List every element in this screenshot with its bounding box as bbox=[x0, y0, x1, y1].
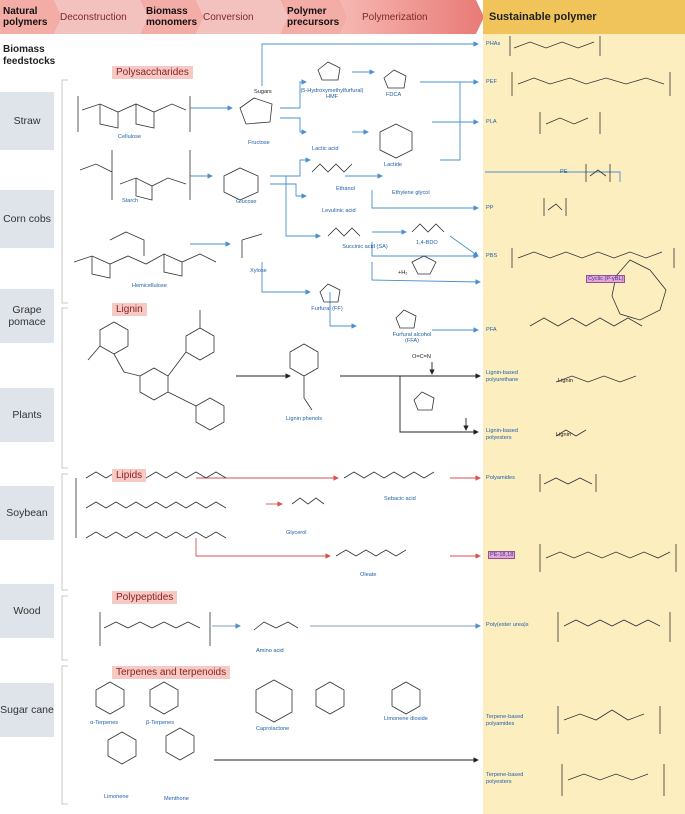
product-pfa: PFA bbox=[486, 327, 497, 333]
feedstock-grape-pomace: Grape pomace bbox=[0, 289, 54, 343]
lignin-arrows bbox=[236, 362, 481, 435]
section-lignin: Lignin bbox=[112, 303, 147, 316]
label-fructose: Fructose bbox=[248, 140, 270, 146]
header-deconstruction: Deconstruction bbox=[60, 11, 127, 23]
feedstock-sugar-cane: Sugar cane bbox=[0, 683, 54, 737]
section-terpenes: Terpenes and terpenoids bbox=[112, 666, 231, 679]
label-menthone: Menthone bbox=[164, 796, 189, 802]
feedstock-plants: Plants bbox=[0, 388, 54, 442]
feedstock-wood: Wood bbox=[0, 584, 54, 638]
section-brackets bbox=[61, 79, 68, 805]
label-starch: Starch bbox=[122, 198, 139, 204]
section-polysaccharides: Polysaccharides bbox=[112, 66, 193, 79]
product-polyamides: Polyamides bbox=[486, 475, 515, 481]
label-lactic-acid: Lactic acid bbox=[312, 146, 339, 152]
sustainable-polymer-column bbox=[483, 0, 685, 814]
label-oleate: Oleate bbox=[360, 572, 377, 578]
label-beta-terpenes: β-Terpenes bbox=[146, 720, 175, 726]
product-pe: PE bbox=[560, 169, 568, 175]
header-polymer-precursors: Polymer precursors bbox=[287, 6, 340, 28]
label-lignin-phenols: Lignin phenols bbox=[286, 416, 323, 422]
label-bdo: 1,4-BDO bbox=[416, 240, 438, 246]
product-pe-18-18-label: PE-18,18 bbox=[488, 551, 516, 559]
feedstock-straw: Straw bbox=[0, 92, 54, 150]
label-amino-acid: Amino acid bbox=[256, 648, 284, 654]
label-glycerol: Glycerol bbox=[286, 530, 307, 536]
feedstocks-title: Biomass feedstocks bbox=[3, 44, 56, 67]
label-cellulose: Cellulose bbox=[118, 134, 142, 140]
product-terpene-polyamides: Terpene-based polyamides bbox=[486, 714, 524, 727]
label-limonene: Limonene bbox=[104, 794, 129, 800]
product-polyester-ureas: Poly(ester urea)s bbox=[486, 622, 529, 628]
lignin-word-pe: Lignin bbox=[556, 432, 571, 438]
section-lipids: Lipids bbox=[112, 469, 147, 482]
lignin-word-pu: Lignin bbox=[558, 378, 573, 384]
header-arrows bbox=[0, 0, 484, 34]
label-ethanol: Ethanol bbox=[336, 186, 355, 192]
header-polymerization: Polymerization bbox=[362, 11, 428, 23]
header-biomass-monomers: Biomass monomers bbox=[146, 6, 198, 28]
label-lactide: Lactide bbox=[384, 162, 403, 168]
product-phas: PHAs bbox=[486, 41, 501, 47]
label-levulinic-acid: Levulinic acid bbox=[322, 208, 356, 214]
feedstock-soybean: Soybean bbox=[0, 486, 54, 540]
label-hemicellulose: Hemicellulose bbox=[132, 283, 167, 289]
header-sustainable-polymer: Sustainable polymer bbox=[483, 0, 685, 34]
product-cyclic-pybl: Cyclic (P-γBL) bbox=[586, 275, 626, 283]
product-pbs: PBS bbox=[486, 253, 498, 259]
product-terpene-polyesters: Terpene-based polyesters bbox=[486, 772, 524, 785]
label-glucose: Glucose bbox=[236, 199, 257, 205]
polysaccharide-arrows bbox=[190, 41, 621, 333]
product-lignin-pe: Lignin-based polyesters bbox=[486, 428, 519, 441]
label-caprolactone: Caprolactone bbox=[256, 726, 290, 732]
label-limonene-dioxide: Limonene dioxide bbox=[384, 716, 428, 722]
label-furfural: Furfural (FF) bbox=[311, 306, 343, 312]
header-bar: Natural polymers Deconstruction Biomass … bbox=[0, 0, 685, 34]
feedstock-corn-cobs: Corn cobs bbox=[0, 190, 54, 248]
label-succinic-acid: Succinic acid (SA) bbox=[342, 244, 388, 250]
structure-sketches bbox=[73, 36, 677, 796]
product-pp: PP bbox=[486, 205, 494, 211]
label-furfural-alcohol: Furfural alcohol (FFA) bbox=[392, 332, 432, 344]
product-pef: PEF bbox=[486, 79, 497, 85]
label-h2: +H₂ bbox=[398, 270, 408, 276]
product-lignin-pu: Lignin-based polyurethane bbox=[486, 370, 519, 383]
header-natural-polymers: Natural polymers bbox=[3, 6, 48, 28]
label-hmf: (5-Hydroxymethylfurfural) HMF bbox=[300, 88, 364, 100]
isocyanate-label: O=C=N bbox=[412, 354, 431, 360]
label-sebacic-acid: Sebacic acid bbox=[384, 496, 416, 502]
label-xylose: Xylose bbox=[250, 268, 267, 274]
lipid-arrows bbox=[195, 475, 481, 559]
label-sugars: Sugars bbox=[254, 89, 272, 95]
section-polypeptides: Polypeptides bbox=[112, 591, 178, 604]
product-pla: PLA bbox=[486, 119, 497, 125]
label-ethylene-glycol: Ethylene glycol bbox=[392, 190, 430, 196]
label-alpha-terpenes: α-Terpenes bbox=[90, 720, 119, 726]
header-conversion: Conversion bbox=[203, 11, 254, 23]
label-fdca: FDCA bbox=[386, 92, 402, 98]
product-cyclic-pybl-label: Cyclic (P-γBL) bbox=[586, 275, 626, 283]
product-pe-18-18: PE-18,18 bbox=[488, 551, 516, 559]
